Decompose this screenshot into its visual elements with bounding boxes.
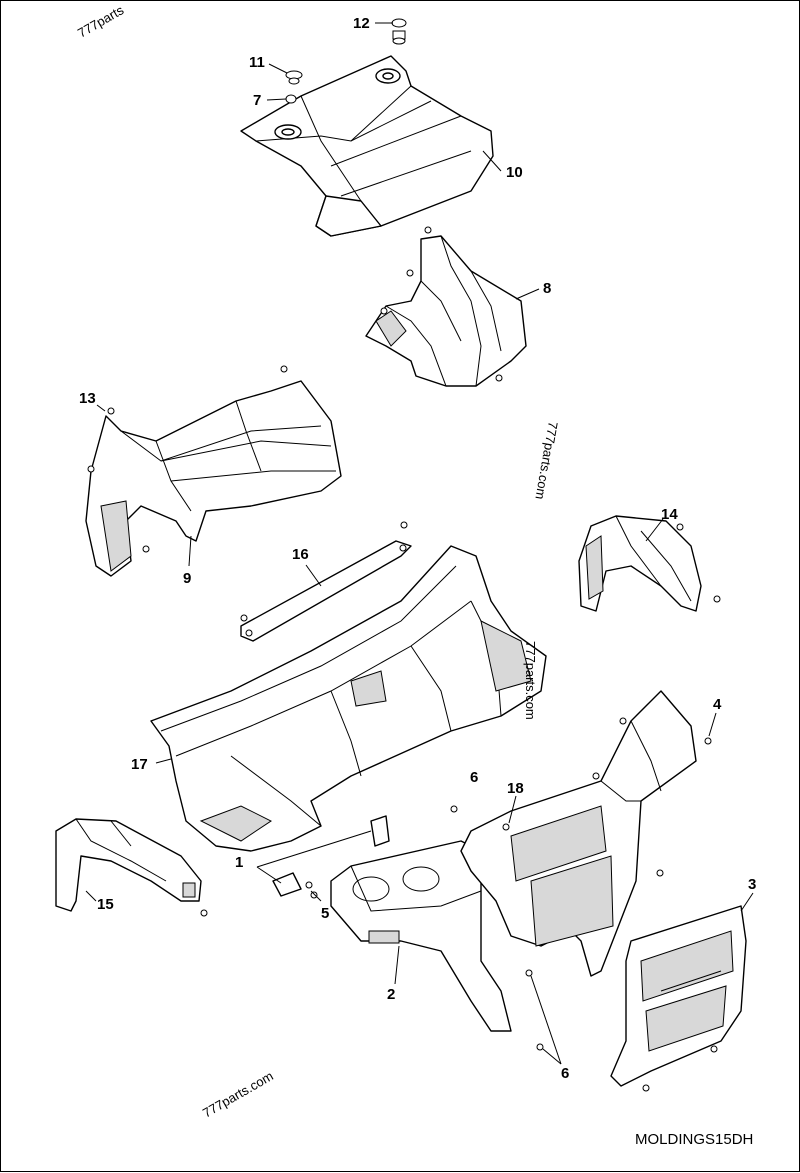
part-8-panel	[365, 235, 527, 387]
watermark-bottom: 777parts.com	[200, 1068, 276, 1120]
callout-8: 8	[543, 280, 551, 297]
drawing-code: MOLDINGS15DH	[635, 1131, 753, 1148]
callout-18: 18	[507, 780, 524, 797]
brackets-1-5	[272, 815, 390, 899]
part-3-grille-insert	[610, 905, 747, 1087]
hardware-fasteners-top	[285, 18, 407, 104]
part-17-body-molding	[150, 545, 547, 852]
part-2-bumper	[330, 840, 512, 1032]
callout-4: 4	[713, 696, 722, 713]
callout-16: 16	[292, 546, 309, 563]
callout-9: 9	[183, 570, 191, 587]
part-14-fender	[578, 515, 702, 612]
callout-17: 17	[131, 756, 148, 773]
callout-14: 14	[661, 506, 678, 523]
part-9-fender	[85, 380, 342, 577]
callout-12: 12	[353, 15, 370, 32]
grille-assembly	[460, 690, 697, 977]
part-16-support-bar	[240, 540, 412, 642]
callout-15: 15	[97, 896, 114, 913]
part-15-bracket	[55, 818, 202, 912]
callout-6b: 6	[561, 1065, 569, 1082]
callout-10: 10	[506, 164, 523, 181]
callout-7: 7	[253, 92, 261, 109]
watermark-top-left: 777parts	[75, 2, 127, 41]
callout-1: 1	[235, 854, 243, 871]
screws	[87, 226, 721, 1092]
leader-lines	[85, 22, 754, 1065]
watermark-middle: 777parts.com	[532, 420, 560, 500]
part-10-hood	[240, 55, 494, 237]
callout-3: 3	[748, 876, 756, 893]
callout-5: 5	[321, 905, 329, 922]
callout-2: 2	[387, 986, 395, 1003]
callout-13: 13	[79, 390, 96, 407]
callout-6a: 6	[470, 769, 478, 786]
watermark-body: 777parts.com	[523, 641, 538, 720]
callout-11: 11	[249, 54, 265, 71]
callout-labels: 12 11 7 10 8 13 9 14 16 17 4 6 18 1 5 15…	[79, 15, 756, 1082]
